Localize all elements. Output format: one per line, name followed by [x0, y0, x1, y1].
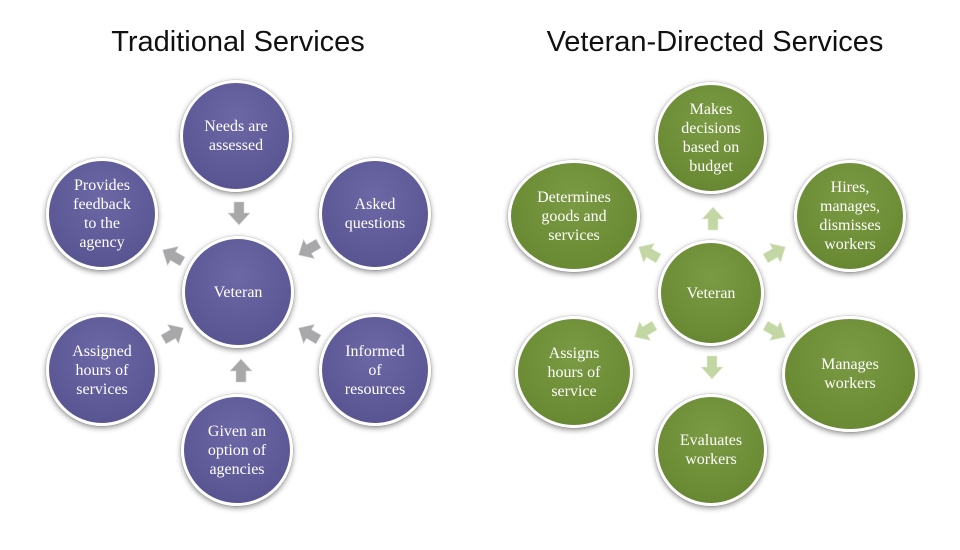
needs-assessed-node: Needs are assessed: [180, 80, 292, 192]
arrow-in-upper-right-icon: [291, 231, 327, 267]
arrow-out-upper-left-icon: [631, 235, 667, 271]
arrow-down-icon: [226, 200, 252, 226]
arrow-out-lower-right-icon: [757, 313, 793, 349]
provides-feedback-node: Provides feedback to the agency: [46, 158, 158, 270]
arrow-out-upper-left-icon: [155, 238, 191, 274]
veteran-center-node: Veteran: [182, 236, 294, 348]
veteran-directed-services-title: Veteran-Directed Services: [546, 26, 884, 58]
makes-decisions-node: Makes decisions based on budget: [655, 82, 767, 194]
evaluates-workers-node: Evaluates workers: [655, 394, 767, 506]
arrow-out-upper-right-icon: [757, 235, 793, 271]
informed-resources-node: Informed of resources: [319, 314, 431, 426]
veteran-center-node: Veteran: [658, 240, 764, 346]
traditional-services-title: Traditional Services: [111, 26, 365, 58]
arrow-out-lower-left-icon: [155, 316, 191, 352]
hires-manages-dismisses-node: Hires, manages, dismisses workers: [794, 160, 906, 272]
determines-goods-services-node: Determines goods and services: [508, 160, 640, 272]
arrow-up-icon: [700, 206, 726, 232]
arrow-down-icon: [699, 354, 725, 380]
assigned-hours-services-node: Assigned hours of services: [46, 314, 158, 426]
manages-workers-node: Manages workers: [782, 316, 918, 432]
asked-questions-node: Asked questions: [319, 158, 431, 270]
arrow-up-icon: [228, 358, 254, 384]
arrow-in-lower-right-icon: [291, 316, 327, 352]
arrow-out-lower-left-icon: [627, 313, 663, 349]
assigns-hours-service-node: Assigns hours of service: [515, 316, 633, 428]
given-option-agencies-node: Given an option of agencies: [181, 394, 293, 506]
